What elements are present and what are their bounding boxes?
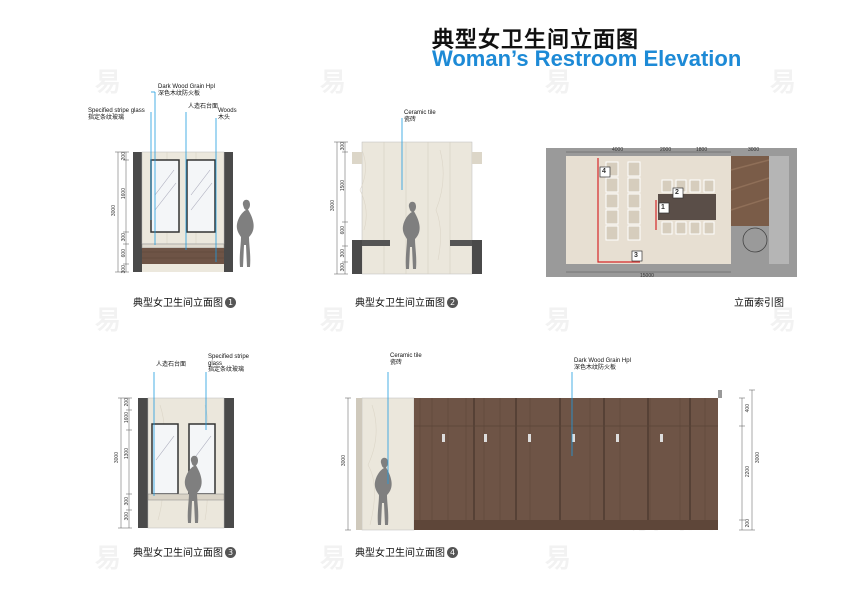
e4-label-ceramic: Ceramic tile 瓷砖 xyxy=(390,353,422,366)
label-cn: 深色木纹防火板 xyxy=(158,89,201,97)
label-cn: 深色木纹防火板 xyxy=(574,363,617,371)
caption-text: 典型女卫生间立面图 xyxy=(133,548,223,559)
e1-label-stripe-glass: Specified stripe glass 指定条纹玻璃 xyxy=(88,108,148,121)
caption-number-badge: 1 xyxy=(225,297,236,308)
e4-wood-partitions xyxy=(414,398,718,530)
plan-index-line xyxy=(597,158,640,263)
e1-left-wall xyxy=(133,152,142,272)
e4-dim: 200 xyxy=(745,519,751,528)
caption-text: 典型女卫生间立面图 xyxy=(355,298,445,309)
label-en: Ceramic tile xyxy=(390,353,422,359)
label-en: Dark Wood Grain Hpl xyxy=(158,84,215,90)
index-plan-caption: 立面索引图 xyxy=(734,298,784,309)
page-title: 典型女卫生间立面图 xyxy=(432,28,640,53)
caption-number-badge: 2 xyxy=(447,297,458,308)
e3-counter xyxy=(147,493,225,501)
e1-right-wall xyxy=(224,152,233,272)
plan-dim-bottom: 15000 xyxy=(640,273,654,279)
e3-label-stone: 人造石台面 xyxy=(156,362,187,368)
e4-dim: 2200 xyxy=(745,466,751,478)
e3-mirror-left xyxy=(151,423,179,495)
e4-dim-total-left: 3000 xyxy=(341,455,347,467)
index-marker: 1 xyxy=(661,204,665,211)
caption-number-badge: 3 xyxy=(225,547,236,558)
e3-left-wall xyxy=(138,398,148,528)
e2-figure xyxy=(402,201,420,269)
label-cn: 瓷砖 xyxy=(404,115,417,123)
label-cn: 瓷砖 xyxy=(390,358,403,366)
e3-right-wall xyxy=(224,398,234,528)
label-en: Specified stripe glass xyxy=(88,108,145,114)
e1-label-dark-wood: Dark Wood Grain Hpl 深色木纹防火板 xyxy=(158,84,215,97)
e4-dim-total-right: 3000 xyxy=(755,452,761,464)
caption-number-badge: 4 xyxy=(447,547,458,558)
label-en: Ceramic tile xyxy=(404,110,436,116)
e4-label-dark-wood: Dark Wood Grain Hpl 深色木纹防火板 xyxy=(574,358,631,371)
caption-text: 典型女卫生间立面图 xyxy=(355,548,445,559)
page-title-english: Woman’s Restroom Elevation xyxy=(432,46,742,71)
label-cn: 指定条纹玻璃 xyxy=(208,366,245,373)
plan-dim: 3000 xyxy=(748,147,760,153)
plan-dim: 1800 xyxy=(696,147,708,153)
label-cn: 指定条纹玻璃 xyxy=(88,113,125,121)
e2-right-partition xyxy=(472,240,482,274)
e1-label-woods: Woods 木头 xyxy=(218,108,237,121)
index-marker: 3 xyxy=(634,252,638,259)
e1-figure xyxy=(236,199,254,267)
e2-left-partition xyxy=(352,240,362,274)
e3-figure xyxy=(184,455,202,523)
label-en: Woods xyxy=(218,108,237,114)
e4-dim: 400 xyxy=(745,404,751,413)
index-marker: 2 xyxy=(675,189,679,196)
e4-figure xyxy=(374,457,392,525)
label-en: Dark Wood Grain Hpl xyxy=(574,358,631,364)
e2-ceramic-wall xyxy=(361,141,473,275)
index-marker: 4 xyxy=(602,168,606,175)
label-cn: 木头 xyxy=(218,113,231,121)
e1-mirror-right xyxy=(186,159,216,233)
e3-label-stripe-glass: Specified stripe glass 指定条纹玻璃 xyxy=(208,354,256,374)
plan-dim: 2000 xyxy=(660,147,672,153)
e1-label-stone: 人造石台面 xyxy=(188,104,219,110)
caption-text: 典型女卫生间立面图 xyxy=(133,298,223,309)
label-en: Specified stripe glass xyxy=(208,354,250,367)
plan-dim: 4000 xyxy=(612,147,624,153)
e2-label-ceramic: Ceramic tile 瓷砖 xyxy=(404,110,436,123)
